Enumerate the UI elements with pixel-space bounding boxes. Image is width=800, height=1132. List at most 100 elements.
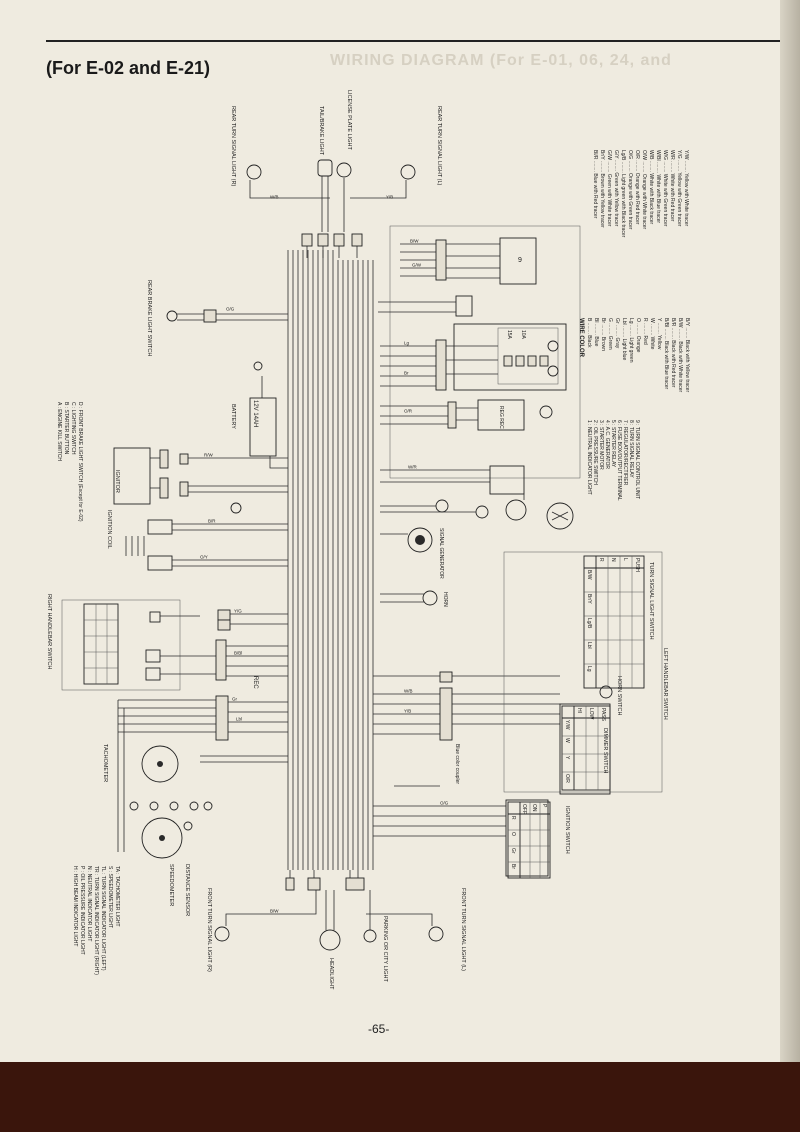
rec-marker: REC xyxy=(252,676,258,689)
starter-motor xyxy=(505,494,527,521)
wire-color-tag: O/G xyxy=(440,801,449,806)
svg-text:9: 9 xyxy=(518,257,522,264)
table-col-label: Br/Y xyxy=(586,594,592,604)
wire-color-tag: Y/B xyxy=(404,709,411,714)
main-harness xyxy=(287,250,374,870)
wire-color-tag: Gr xyxy=(232,697,238,702)
wire-color-tag: Lg xyxy=(404,341,410,346)
table-row-label: R xyxy=(598,558,604,562)
headlight xyxy=(319,890,341,951)
svg-text:4 : A.C. GENERATOR: 4 : A.C. GENERATOR xyxy=(604,420,610,469)
regulator-rectifier: REG REC xyxy=(380,399,553,431)
turn-signal-relay xyxy=(378,295,473,317)
left-handlebar-label: LEFT HANDLEBAR SWITCH xyxy=(662,648,668,720)
svg-text:6 : FUSE BOX/OUTPUT TERMINAL: 6 : FUSE BOX/OUTPUT TERMINAL xyxy=(616,420,622,501)
svg-text:O/R ........ Orange with Red t: O/R ........ Orange with Red tracer xyxy=(634,150,640,225)
bleed-through-text: WIRING DIAGRAM (For E-01, 06, 24, and xyxy=(330,52,672,69)
svg-text:B/R ........ Black with Red tr: B/R ........ Black with Red tracer xyxy=(670,318,676,388)
starter-relay xyxy=(380,465,525,495)
manual-page xyxy=(0,0,780,1062)
rear-connector-block xyxy=(301,233,363,258)
svg-text:B : STARTER BUTTON: B : STARTER BUTTON xyxy=(63,402,69,455)
svg-text:W/R ........ White with Red tr: W/R ........ White with Red tracer xyxy=(669,150,675,222)
ignition-switch xyxy=(373,799,549,877)
svg-text:Br ........ Brown: Br ........ Brown xyxy=(600,318,606,351)
wire-color-tag: O/G xyxy=(226,307,235,312)
svg-text:B ........ Black: B ........ Black xyxy=(586,318,592,348)
svg-text:Y ........ Yellow: Y ........ Yellow xyxy=(656,318,662,350)
svg-text:R ........ Red: R ........ Red xyxy=(642,318,648,345)
wire-color-tag: W/B xyxy=(404,689,413,694)
table-row-label: LOW xyxy=(588,708,594,720)
svg-text:O/G ........ Orange with Green: O/G ........ Orange with Green tracer xyxy=(627,150,633,230)
svg-text:G/W ........ Green with White: G/W ........ Green with White tracer xyxy=(606,150,612,227)
left-handlebar-switch xyxy=(503,551,663,795)
svg-text:W ........ White: W ........ White xyxy=(649,318,655,350)
table-col-label: Lg xyxy=(586,666,592,672)
wire-color-tag: Lbl xyxy=(236,717,242,722)
svg-text:Lg/B ........ Light green with: Lg/B ........ Light green with Black tra… xyxy=(620,150,626,238)
svg-text:Bl/R ........ Blue with Red tr: Bl/R ........ Blue with Red tracer xyxy=(592,150,598,219)
right-handlebar-label: RIGHT HANDLEBAR SWITCH xyxy=(46,594,52,669)
table-col-label: Gr xyxy=(510,848,516,854)
table-col-label: R xyxy=(510,816,516,820)
turn-signal-switch-label: TURN SIGNAL LIGHT SWITCH xyxy=(648,562,654,640)
svg-text:Gr ........ Gray: Gr ........ Gray xyxy=(614,318,620,349)
table-col-label: Lbl xyxy=(586,642,592,649)
table-row-label: PUSH xyxy=(634,558,640,572)
svg-text:G ........ Green: G ........ Green xyxy=(607,318,613,350)
svg-text:H : HIGH BEAM INDICATOR LIGHT: H : HIGH BEAM INDICATOR LIGHT xyxy=(72,866,78,946)
ignition-coil-front xyxy=(147,519,288,535)
reg-rec-label: REG REC xyxy=(498,406,504,429)
front-connectors xyxy=(285,870,365,891)
wire-color-tag: G/W xyxy=(412,263,422,268)
wire-color-heading: WIRE COLOR xyxy=(578,318,584,358)
wire-color-tag: B/Bl xyxy=(234,651,242,656)
speedometer-label: SPEEDOMETER xyxy=(168,864,174,906)
horn-label: HORN xyxy=(442,592,448,607)
page-binding-shadow xyxy=(780,0,800,1062)
wire-color-tag: O/Y xyxy=(200,555,208,560)
table-col-label: O/R xyxy=(564,774,570,783)
ignitor xyxy=(113,447,288,505)
page-number: -65- xyxy=(368,1022,390,1036)
rear-turn-left-label: REAR TURN SIGNAL LIGHT (L) xyxy=(436,106,442,186)
svg-text:Y/G ........ Yellow with Green: Y/G ........ Yellow with Green tracer xyxy=(676,150,682,227)
rear-turn-right-light xyxy=(246,164,330,199)
parking-label: PARKING OR CITY LIGHT xyxy=(382,916,388,982)
svg-text:TL : TURN SIGNAL INDICATOR LIG: TL : TURN SIGNAL INDICATOR LIGHT (LEFT) xyxy=(100,866,106,971)
svg-text:G/Y ........ Green with Yellow: G/Y ........ Green with Yellow tracer xyxy=(613,150,619,227)
svg-text:7 : REGULATOR/RECTIFIER: 7 : REGULATOR/RECTIFIER xyxy=(622,420,628,486)
svg-text:D : FRONT BRAKE LIGHT SWITCH (: D : FRONT BRAKE LIGHT SWITCH (Except for… xyxy=(77,402,83,522)
wire-color-tag: R/W xyxy=(204,453,214,458)
svg-text:TR : TURN SIGNAL INDICATOR LIG: TR : TURN SIGNAL INDICATOR LIGHT (RIGHT) xyxy=(93,866,99,975)
table-col-label: O xyxy=(510,832,516,836)
scan-background xyxy=(0,1062,800,1132)
svg-text:Y/W ........ Yellow with White: Y/W ........ Yellow with White tracer xyxy=(683,150,689,226)
table-col-label: Y xyxy=(564,756,570,760)
table-row-label: OFF xyxy=(521,804,527,814)
svg-text:5 : STARTER RELAY: 5 : STARTER RELAY xyxy=(610,420,616,468)
svg-text:N : NEUTRAL INDICATOR LIGHT: N : NEUTRAL INDICATOR LIGHT xyxy=(86,866,92,941)
table-col-label: B/W xyxy=(586,570,592,580)
center-connector: Blue color coupler xyxy=(373,671,560,784)
wire-color-tag: B/W xyxy=(410,239,419,244)
table-row-label: HI xyxy=(576,708,582,713)
table-row-label: L xyxy=(622,558,628,561)
ground-point xyxy=(230,502,242,514)
indicator-lamps xyxy=(129,801,213,831)
svg-text:W/G ........ White with Green: W/G ........ White with Green tracer xyxy=(662,150,668,227)
wire-color-tag: B/R xyxy=(208,519,216,524)
ignition-switch-label: IGNITION SWITCH xyxy=(564,806,570,854)
fuse-10a-label: 10A xyxy=(520,330,526,340)
switch-legend: A : ENGINE KILL SWITCH B : STARTER BUTTO… xyxy=(56,402,83,522)
table-row-label: ON xyxy=(531,804,537,812)
svg-text:P : OIL PRESSURE INDICATOR LIG: P : OIL PRESSURE INDICATOR LIGHT xyxy=(79,866,85,955)
rear-turn-right-label: REAR TURN SIGNAL LIGHT (R) xyxy=(230,106,236,186)
signal-generator-label: SIGNAL GENERATOR xyxy=(438,528,444,579)
